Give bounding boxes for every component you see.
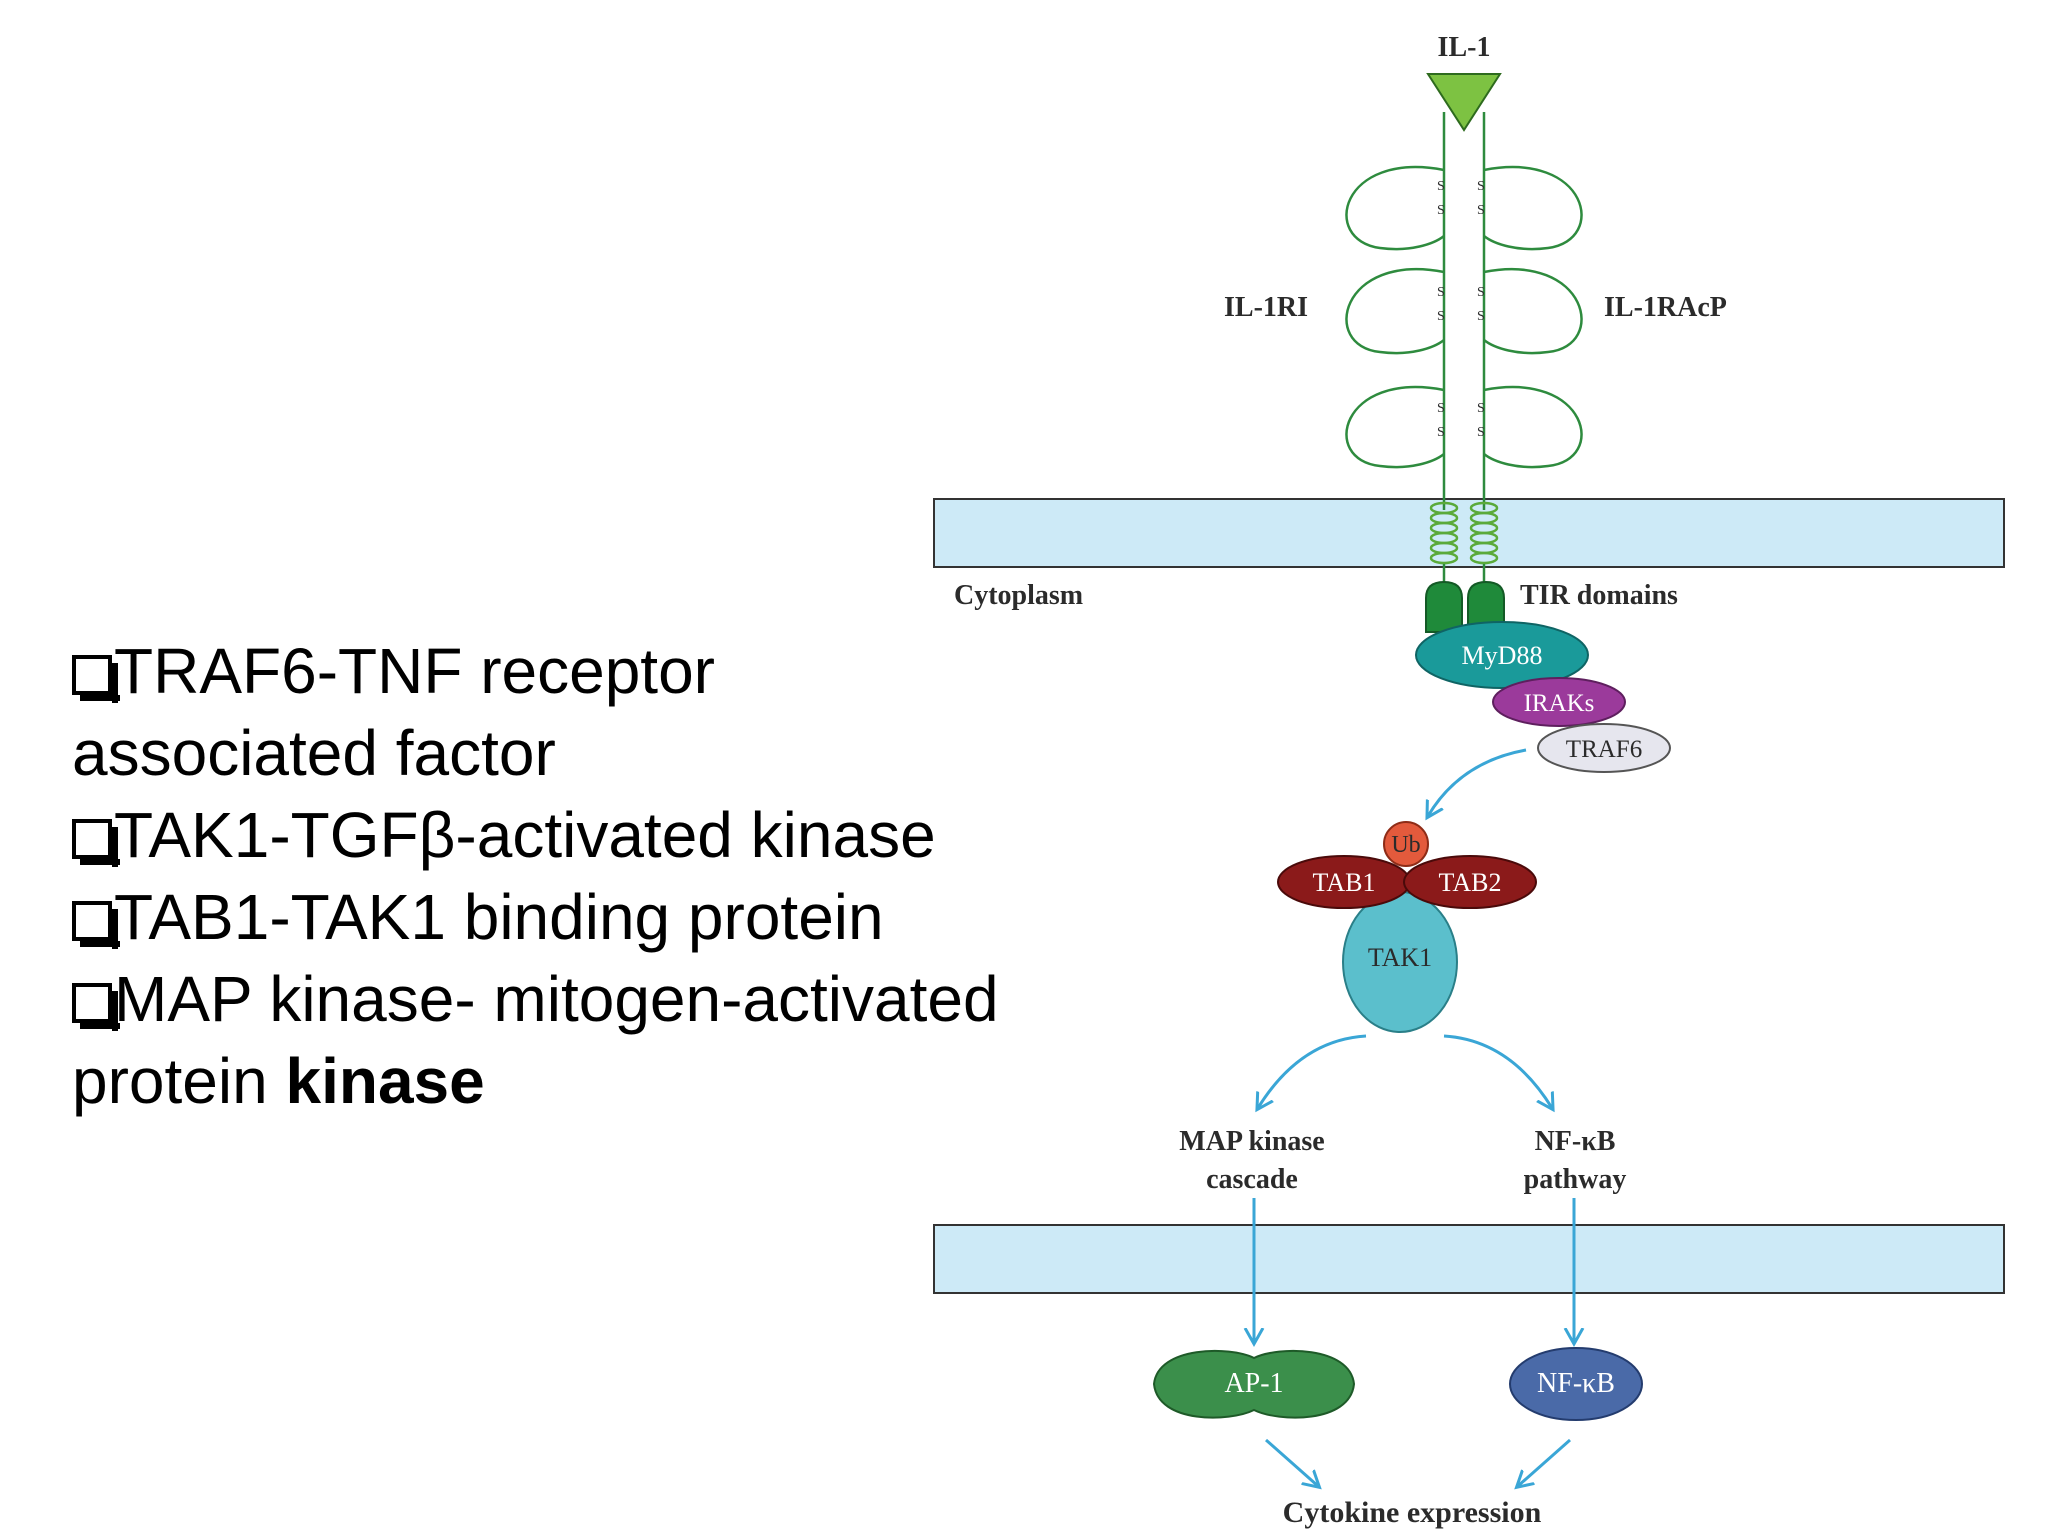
tir-domain-left (1425, 580, 1463, 633)
bullet-text-bold: kinase (285, 1045, 485, 1117)
bullet-item: TRAF6-TNF receptor associated factor (72, 630, 1032, 794)
label-ap1: AP-1 (1224, 1368, 1283, 1399)
transmembrane-helix-right (1469, 501, 1499, 565)
nuclear-membrane (933, 1224, 2005, 1294)
disulfide-label: S (1477, 285, 1485, 300)
label-cytokine-expression: Cytokine expression (1283, 1496, 1542, 1529)
disulfide-label: S (1477, 203, 1485, 218)
arrow-tak1-to-nfkb (1443, 1034, 1552, 1108)
label-nfkb-pathway-2: pathway (1524, 1164, 1627, 1195)
disulfide-label: S (1477, 179, 1485, 194)
iraks-node (1492, 677, 1626, 727)
plasma-membrane (933, 498, 2005, 568)
checkbox-bullet-icon (72, 819, 120, 867)
label-il1racp: IL-1RAcP (1604, 292, 1727, 323)
disulfide-label: S (1477, 309, 1485, 324)
traf6-node (1537, 723, 1671, 773)
tab2-node (1403, 855, 1537, 909)
myd88-node (1415, 621, 1589, 689)
bullet-item: TAB1-TAK1 binding protein (72, 876, 1032, 958)
disulfide-label: S (1437, 179, 1445, 194)
arrow-nfkb-to-cytokine (1518, 1438, 1571, 1486)
label-myd88: MyD88 (1462, 641, 1543, 670)
disulfide-label: S (1477, 425, 1485, 440)
label-tir-domains: TIR domains (1520, 580, 1678, 611)
label-tab1: TAB1 (1313, 868, 1376, 897)
label-il1ri: IL-1RI (1224, 292, 1308, 323)
ubiquitin-node (1383, 821, 1429, 867)
transmembrane-helix-left (1429, 501, 1459, 565)
label-cytoplasm: Cytoplasm (954, 580, 1083, 611)
bullet-text: TAK1-TGFβ-activated kinase (114, 799, 936, 871)
disulfide-bonds: S S S S S S S S S S S S (1437, 179, 1485, 440)
disulfide-label: S (1437, 309, 1445, 324)
ap1-node (1152, 1349, 1356, 1419)
bullet-text: TRAF6-TNF receptor associated factor (72, 635, 715, 789)
disulfide-label: S (1437, 425, 1445, 440)
arrow-traf6-to-tab (1428, 748, 1527, 816)
checkbox-bullet-icon (72, 983, 120, 1031)
label-iraks: IRAKs (1524, 690, 1595, 717)
disulfide-label: S (1437, 285, 1445, 300)
checkbox-bullet-icon (72, 901, 120, 949)
label-il1: IL-1 (1438, 32, 1491, 63)
ig-domain-right-3 (1483, 385, 1583, 469)
il1-ligand-icon (1426, 73, 1502, 132)
label-nfkb-pathway-1: NF-κB (1535, 1126, 1616, 1157)
bullet-list: TRAF6-TNF receptor associated factor TAK… (72, 630, 1032, 1122)
nfkb-node (1509, 1347, 1643, 1421)
bullet-item: MAP kinase- mitogen-activated protein ki… (72, 958, 1032, 1122)
bullet-text: TAB1-TAK1 binding protein (114, 881, 884, 953)
label-tab2: TAB2 (1439, 868, 1502, 897)
checkbox-bullet-icon (72, 655, 120, 703)
label-map-kinase: MAP kinase (1179, 1126, 1324, 1157)
label-ub: Ub (1391, 832, 1420, 858)
label-map-cascade: cascade (1206, 1164, 1298, 1195)
label-traf6: TRAF6 (1566, 736, 1642, 763)
ig-domain-right-2 (1483, 268, 1583, 355)
disulfide-label: S (1437, 203, 1445, 218)
ig-domain-left-3 (1345, 385, 1445, 469)
ig-domain-left-1 (1345, 165, 1445, 251)
ig-domain-right-1 (1483, 165, 1583, 251)
label-nfkb: NF-κB (1537, 1368, 1615, 1399)
bullet-text: MAP kinase- mitogen-activated protein (72, 963, 999, 1117)
disulfide-label: S (1477, 401, 1485, 416)
disulfide-label: S (1437, 401, 1445, 416)
tir-domain-right (1467, 580, 1505, 633)
label-tak1: TAK1 (1368, 943, 1432, 972)
arrow-ap1-to-cytokine (1265, 1438, 1318, 1486)
arrow-tak1-to-map (1258, 1034, 1367, 1108)
ig-domain-left-2 (1345, 268, 1445, 355)
bullet-item: TAK1-TGFβ-activated kinase (72, 794, 1032, 876)
